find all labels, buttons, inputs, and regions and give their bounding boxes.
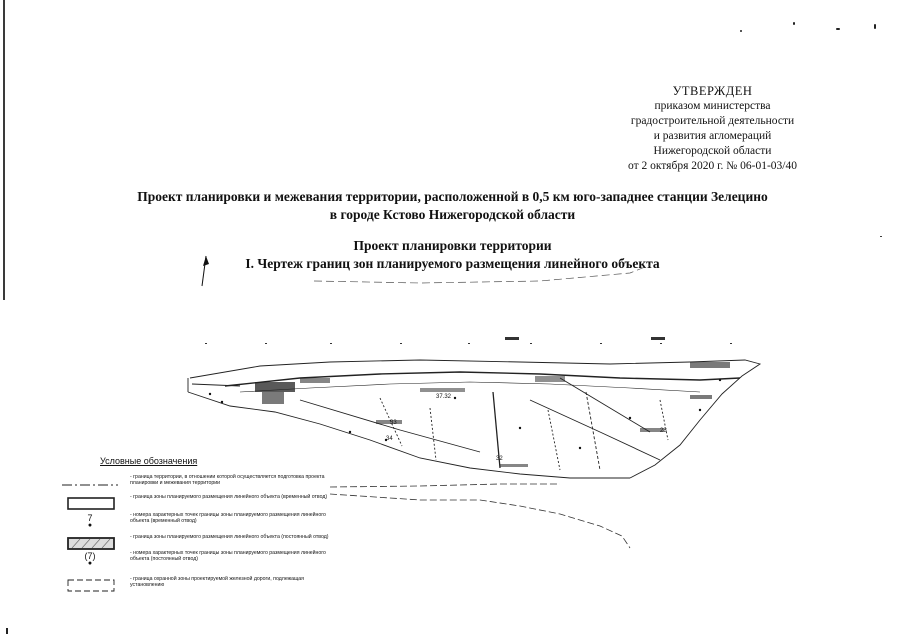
temporary-point-number: 7	[87, 513, 93, 523]
scan-speck	[740, 30, 742, 32]
boundary-points	[208, 378, 722, 450]
approval-line: приказом министерства	[654, 100, 771, 112]
legend-item: - граница зоны планируемого размещения л…	[62, 534, 342, 556]
north-arrow-icon	[201, 255, 209, 287]
permanent-point-symbol: (7) ●	[62, 551, 118, 568]
legend-item: - граница территории, в отношении которо…	[62, 474, 342, 496]
scan-mark	[6, 628, 8, 634]
legend-title: Условные обозначения	[100, 456, 198, 466]
section-title: Проект планировки территории I. Чертеж г…	[0, 237, 905, 273]
permanent-point-number: (7)	[84, 551, 96, 561]
approval-line: и развития агломераций	[653, 130, 772, 142]
approval-line: Нижегородской области	[653, 145, 772, 157]
scan-speck	[836, 28, 840, 30]
title-dash-line	[313, 264, 651, 284]
approval-block: УТВЕРЖДЕН приказом министерства градостр…	[628, 84, 797, 174]
scan-speck	[793, 22, 795, 25]
point-dot-icon: ●	[87, 560, 93, 567]
territory-boundary-symbol	[62, 484, 118, 486]
map-label: 32	[496, 456, 503, 462]
legend-item: - граница зоны планируемого размещения л…	[62, 494, 342, 516]
legend: Условные обозначения - граница территори…	[62, 456, 362, 592]
section-heading: Проект планировки территории	[353, 238, 552, 253]
document-title: Проект планировки и межевания территории…	[0, 188, 905, 224]
map-label: 33	[390, 420, 397, 426]
temporary-zone-symbol	[67, 497, 115, 510]
protection-zone-symbol	[67, 579, 115, 592]
legend-item: (7) ● - номера характерных точек границы…	[62, 550, 342, 572]
document-title-line: в городе Кстово Нижегородской области	[329, 207, 576, 222]
legend-item-text: - граница территории, в отношении которо…	[130, 474, 325, 487]
legend-item-text: - граница охранной зоны проектируемой же…	[130, 576, 304, 589]
temporary-point-symbol: 7 ●	[62, 513, 118, 530]
map-label: 34	[386, 436, 393, 442]
legend-item-text: - граница зоны планируемого размещения л…	[130, 534, 329, 540]
settlement-cluster	[255, 362, 730, 467]
approval-heading: УТВЕРЖДЕН	[672, 84, 753, 98]
map-label: 37.32	[436, 394, 452, 400]
permanent-zone-symbol	[67, 537, 115, 550]
scan-speck	[874, 24, 876, 29]
scan-speck	[880, 236, 882, 237]
legend-item-text: - номера характерных точек границы зоны …	[130, 550, 326, 563]
legend-item-text: - номера характерных точек границы зоны …	[130, 512, 326, 525]
planning-territory	[187, 359, 762, 479]
approval-line: от 2 октября 2020 г. № 06-01-03/40	[628, 160, 797, 172]
page-edge-line	[3, 0, 5, 300]
legend-item: - граница охранной зоны проектируемой же…	[62, 576, 342, 598]
legend-item: 7 ● - номера характерных точек границы з…	[62, 512, 342, 534]
document-title-line: Проект планировки и межевания территории…	[137, 189, 768, 204]
point-dot-icon: ●	[87, 522, 93, 529]
map-label: 28	[660, 428, 667, 434]
protection-zone-lines	[329, 483, 631, 549]
legend-item-text: - граница зоны планируемого размещения л…	[130, 494, 328, 500]
drawing-title: I. Чертеж границ зон планируемого размещ…	[245, 256, 660, 271]
grid-ticks	[205, 337, 732, 344]
approval-line: градостроительной деятельности	[630, 115, 795, 127]
